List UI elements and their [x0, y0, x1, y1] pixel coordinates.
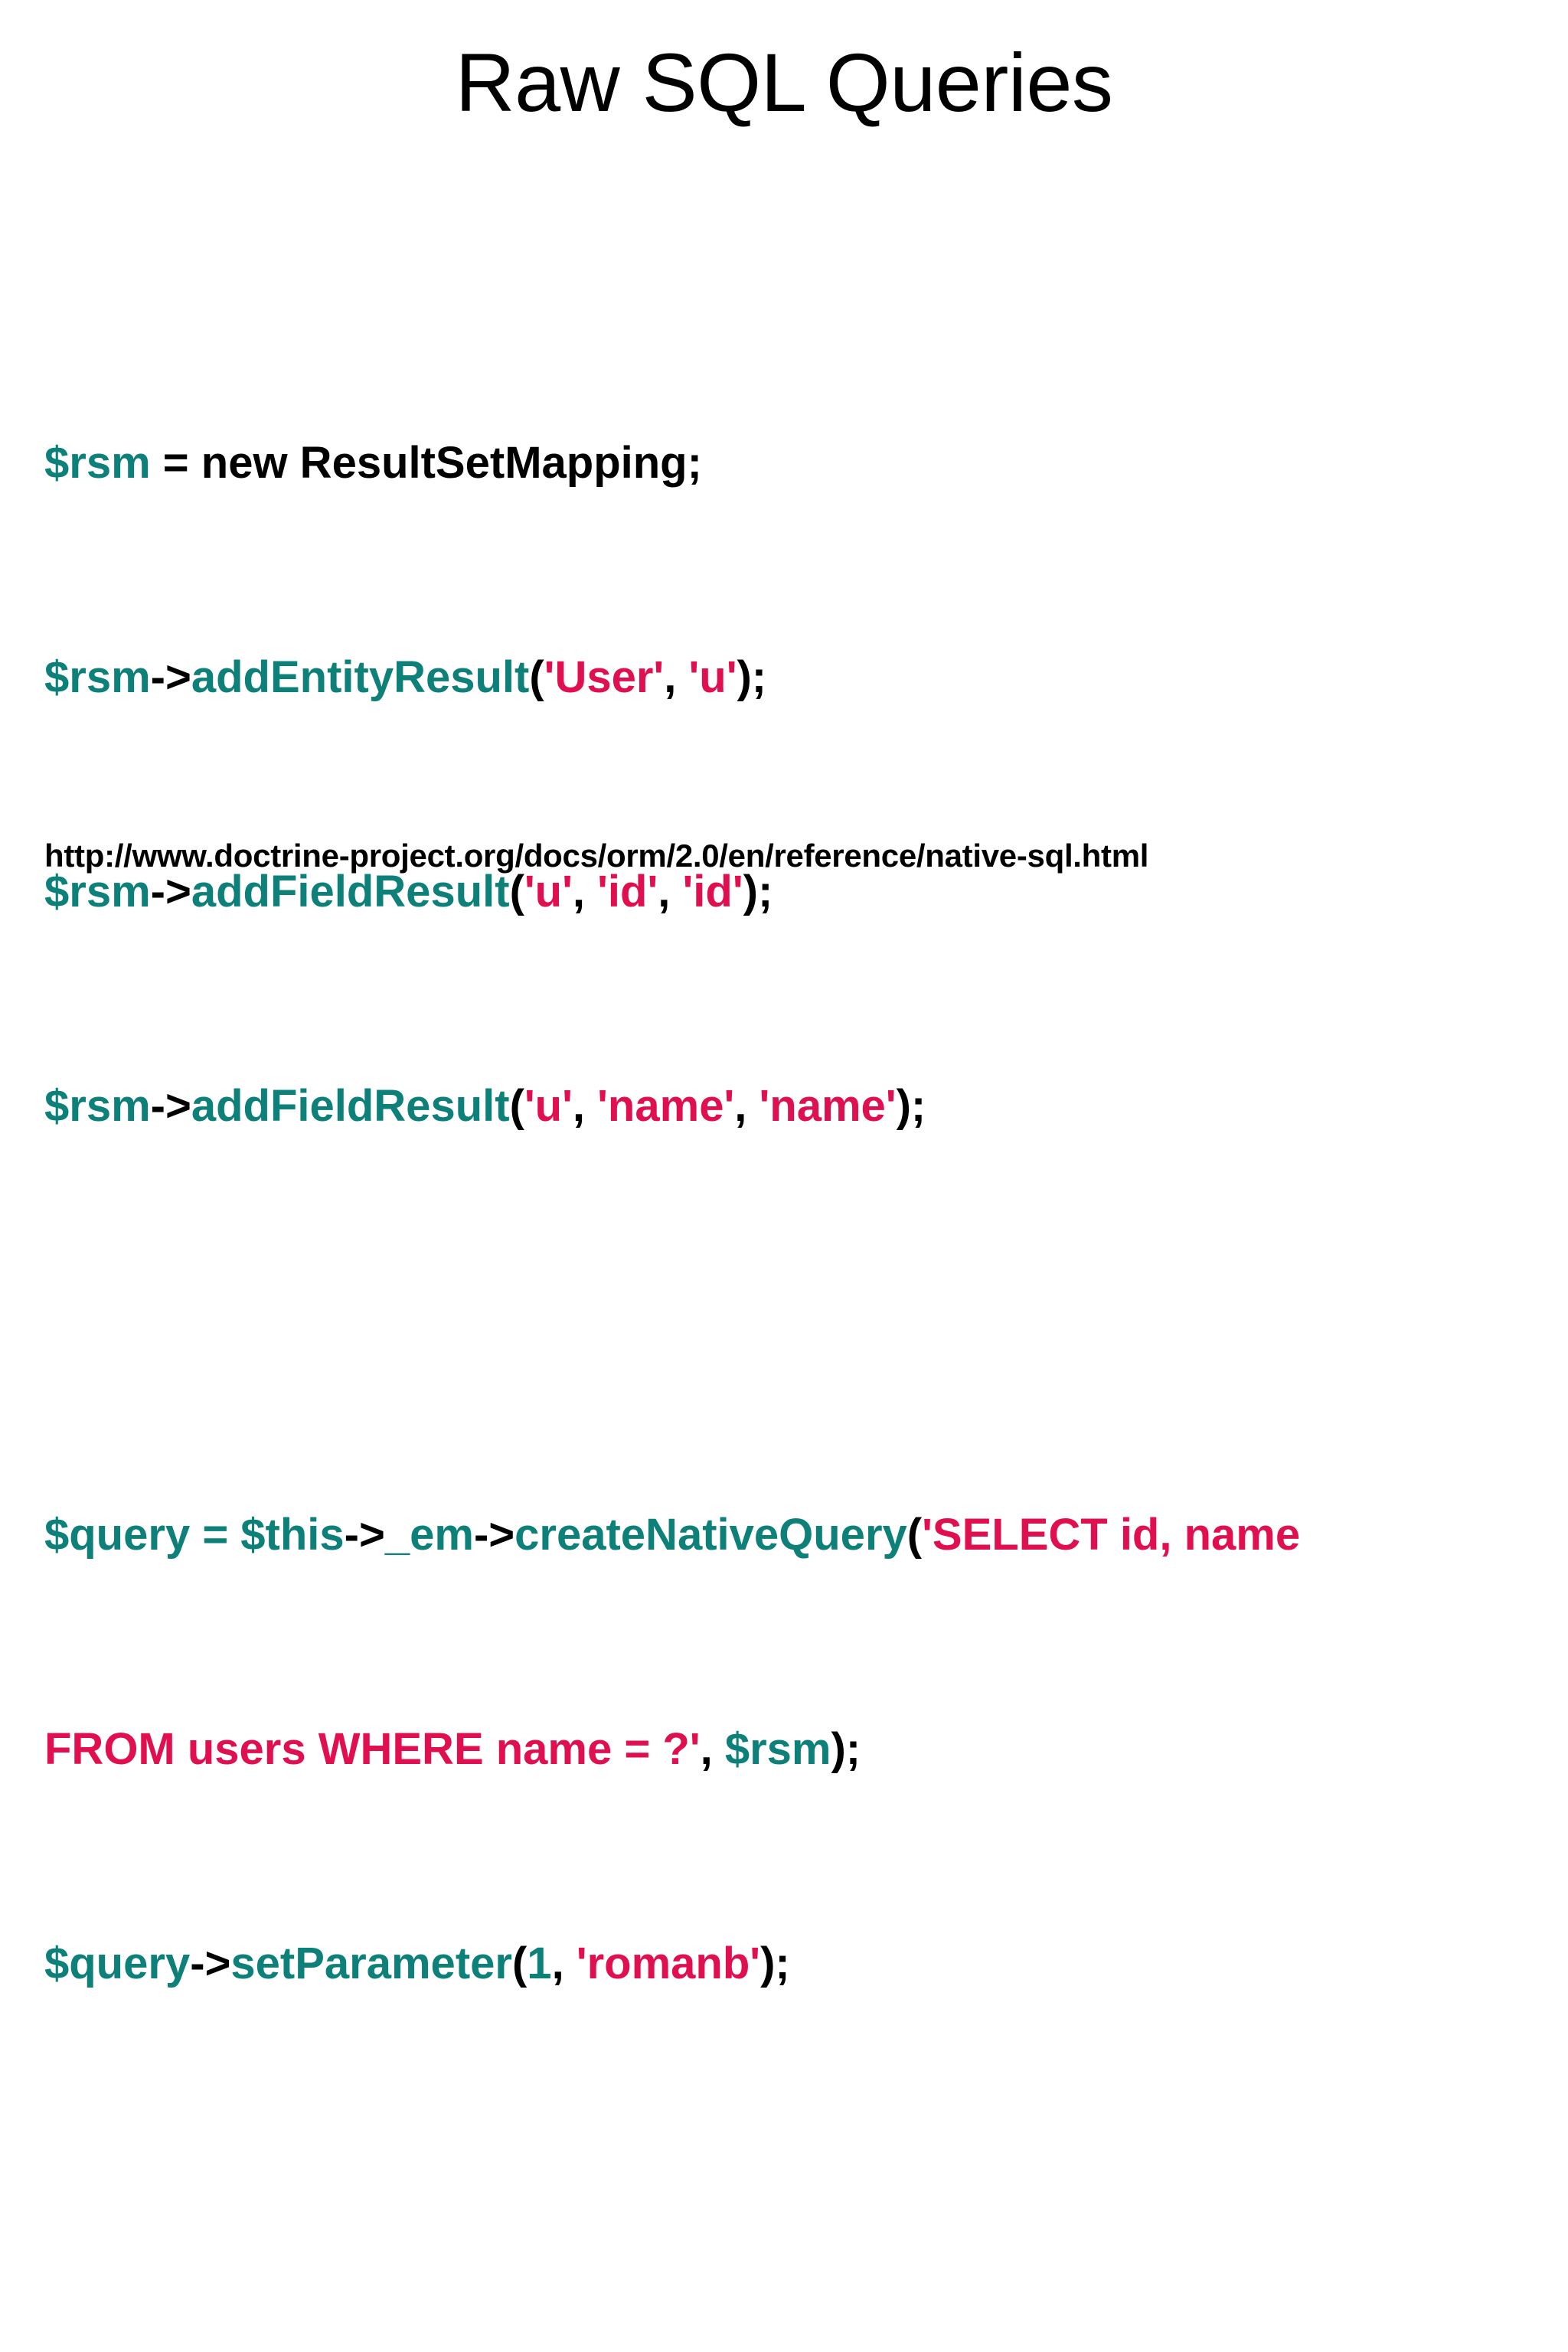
code-line-6: $query = $this->_em->createNativeQuery('…	[44, 1508, 1530, 1562]
code-line-blank-9	[44, 2151, 1530, 2205]
token-punctuation: ,	[700, 1724, 725, 1774]
token-property: _em	[384, 1510, 474, 1560]
token-string: 'u'	[524, 867, 573, 916]
token-arrow-operator: ->	[150, 652, 191, 702]
slide-canvas: Raw SQL Queries $rsm = new ResultSetMapp…	[44, 36, 1301, 1988]
token-string: 'name'	[597, 1081, 735, 1131]
page-title: Raw SQL Queries	[455, 36, 1113, 129]
token-punctuation: ,	[658, 867, 683, 916]
token-variable: $rsm	[44, 1081, 151, 1131]
code-line-7: FROM users WHERE name = ?', $rsm);	[44, 1723, 1530, 1776]
token-arrow-operator: ->	[150, 1081, 191, 1131]
token-punctuation: );	[737, 652, 767, 702]
token-punctuation: (	[509, 867, 524, 916]
token-string: 'u'	[524, 1081, 573, 1131]
code-line-3: $rsm->addFieldResult('u', 'id', 'id');	[44, 865, 1530, 919]
token-arrow-operator: ->	[473, 1510, 515, 1560]
token-punctuation: );	[896, 1081, 926, 1131]
code-block: $rsm = new ResultSetMapping; $rsm->addEn…	[44, 276, 1530, 2352]
token-punctuation: (	[509, 1081, 524, 1131]
token-arrow-operator: ->	[190, 1939, 231, 1988]
token-function: addFieldResult	[191, 1081, 510, 1131]
token-punctuation: ,	[572, 1081, 598, 1131]
token-string: 'id'	[597, 867, 658, 916]
code-line-4: $rsm->addFieldResult('u', 'name', 'name'…	[44, 1080, 1530, 1133]
token-function: addEntityResult	[191, 652, 530, 702]
token-variable: $rsm	[44, 438, 151, 488]
token-variable: $rsm	[44, 652, 151, 702]
token-operator: =	[150, 438, 201, 488]
token-variable: $query = $this	[44, 1510, 345, 1560]
token-punctuation: );	[760, 1939, 790, 1988]
token-function: createNativeQuery	[514, 1510, 907, 1560]
token-variable: $rsm	[44, 867, 151, 916]
token-punctuation: );	[743, 867, 773, 916]
token-punctuation: ,	[551, 1939, 577, 1988]
code-line-8: $query->setParameter(1, 'romanb');	[44, 1937, 1530, 1991]
token-function: addFieldResult	[191, 867, 510, 916]
token-string: 'id'	[682, 867, 743, 916]
token-string: 'SELECT id, name	[922, 1510, 1301, 1560]
token-arrow-operator: ->	[150, 867, 191, 916]
token-punctuation: (	[529, 652, 544, 702]
token-string: 'u'	[688, 652, 737, 702]
token-string: 'User'	[544, 652, 665, 702]
code-line-1: $rsm = new ResultSetMapping;	[44, 436, 1530, 490]
token-keyword: new ResultSetMapping;	[201, 438, 702, 488]
token-number: 1	[527, 1939, 552, 1988]
token-punctuation: );	[831, 1724, 861, 1774]
code-line-blank-5	[44, 1294, 1530, 1348]
token-punctuation: (	[511, 1939, 528, 1988]
token-string: 'romanb'	[576, 1939, 761, 1988]
token-punctuation: ,	[572, 867, 598, 916]
token-variable: $rsm	[724, 1724, 831, 1774]
token-string: FROM users WHERE name = ?'	[44, 1724, 701, 1774]
reference-url[interactable]: http://www.doctrine-project.org/docs/orm…	[44, 838, 1149, 874]
token-string: 'name'	[759, 1081, 897, 1131]
token-variable: $query	[44, 1939, 191, 1988]
token-punctuation: ,	[664, 652, 689, 702]
token-punctuation: (	[906, 1510, 923, 1560]
code-line-2: $rsm->addEntityResult('User', 'u');	[44, 651, 1530, 704]
token-arrow-operator: ->	[344, 1510, 385, 1560]
token-punctuation: ,	[734, 1081, 760, 1131]
token-function: setParameter	[230, 1939, 512, 1988]
